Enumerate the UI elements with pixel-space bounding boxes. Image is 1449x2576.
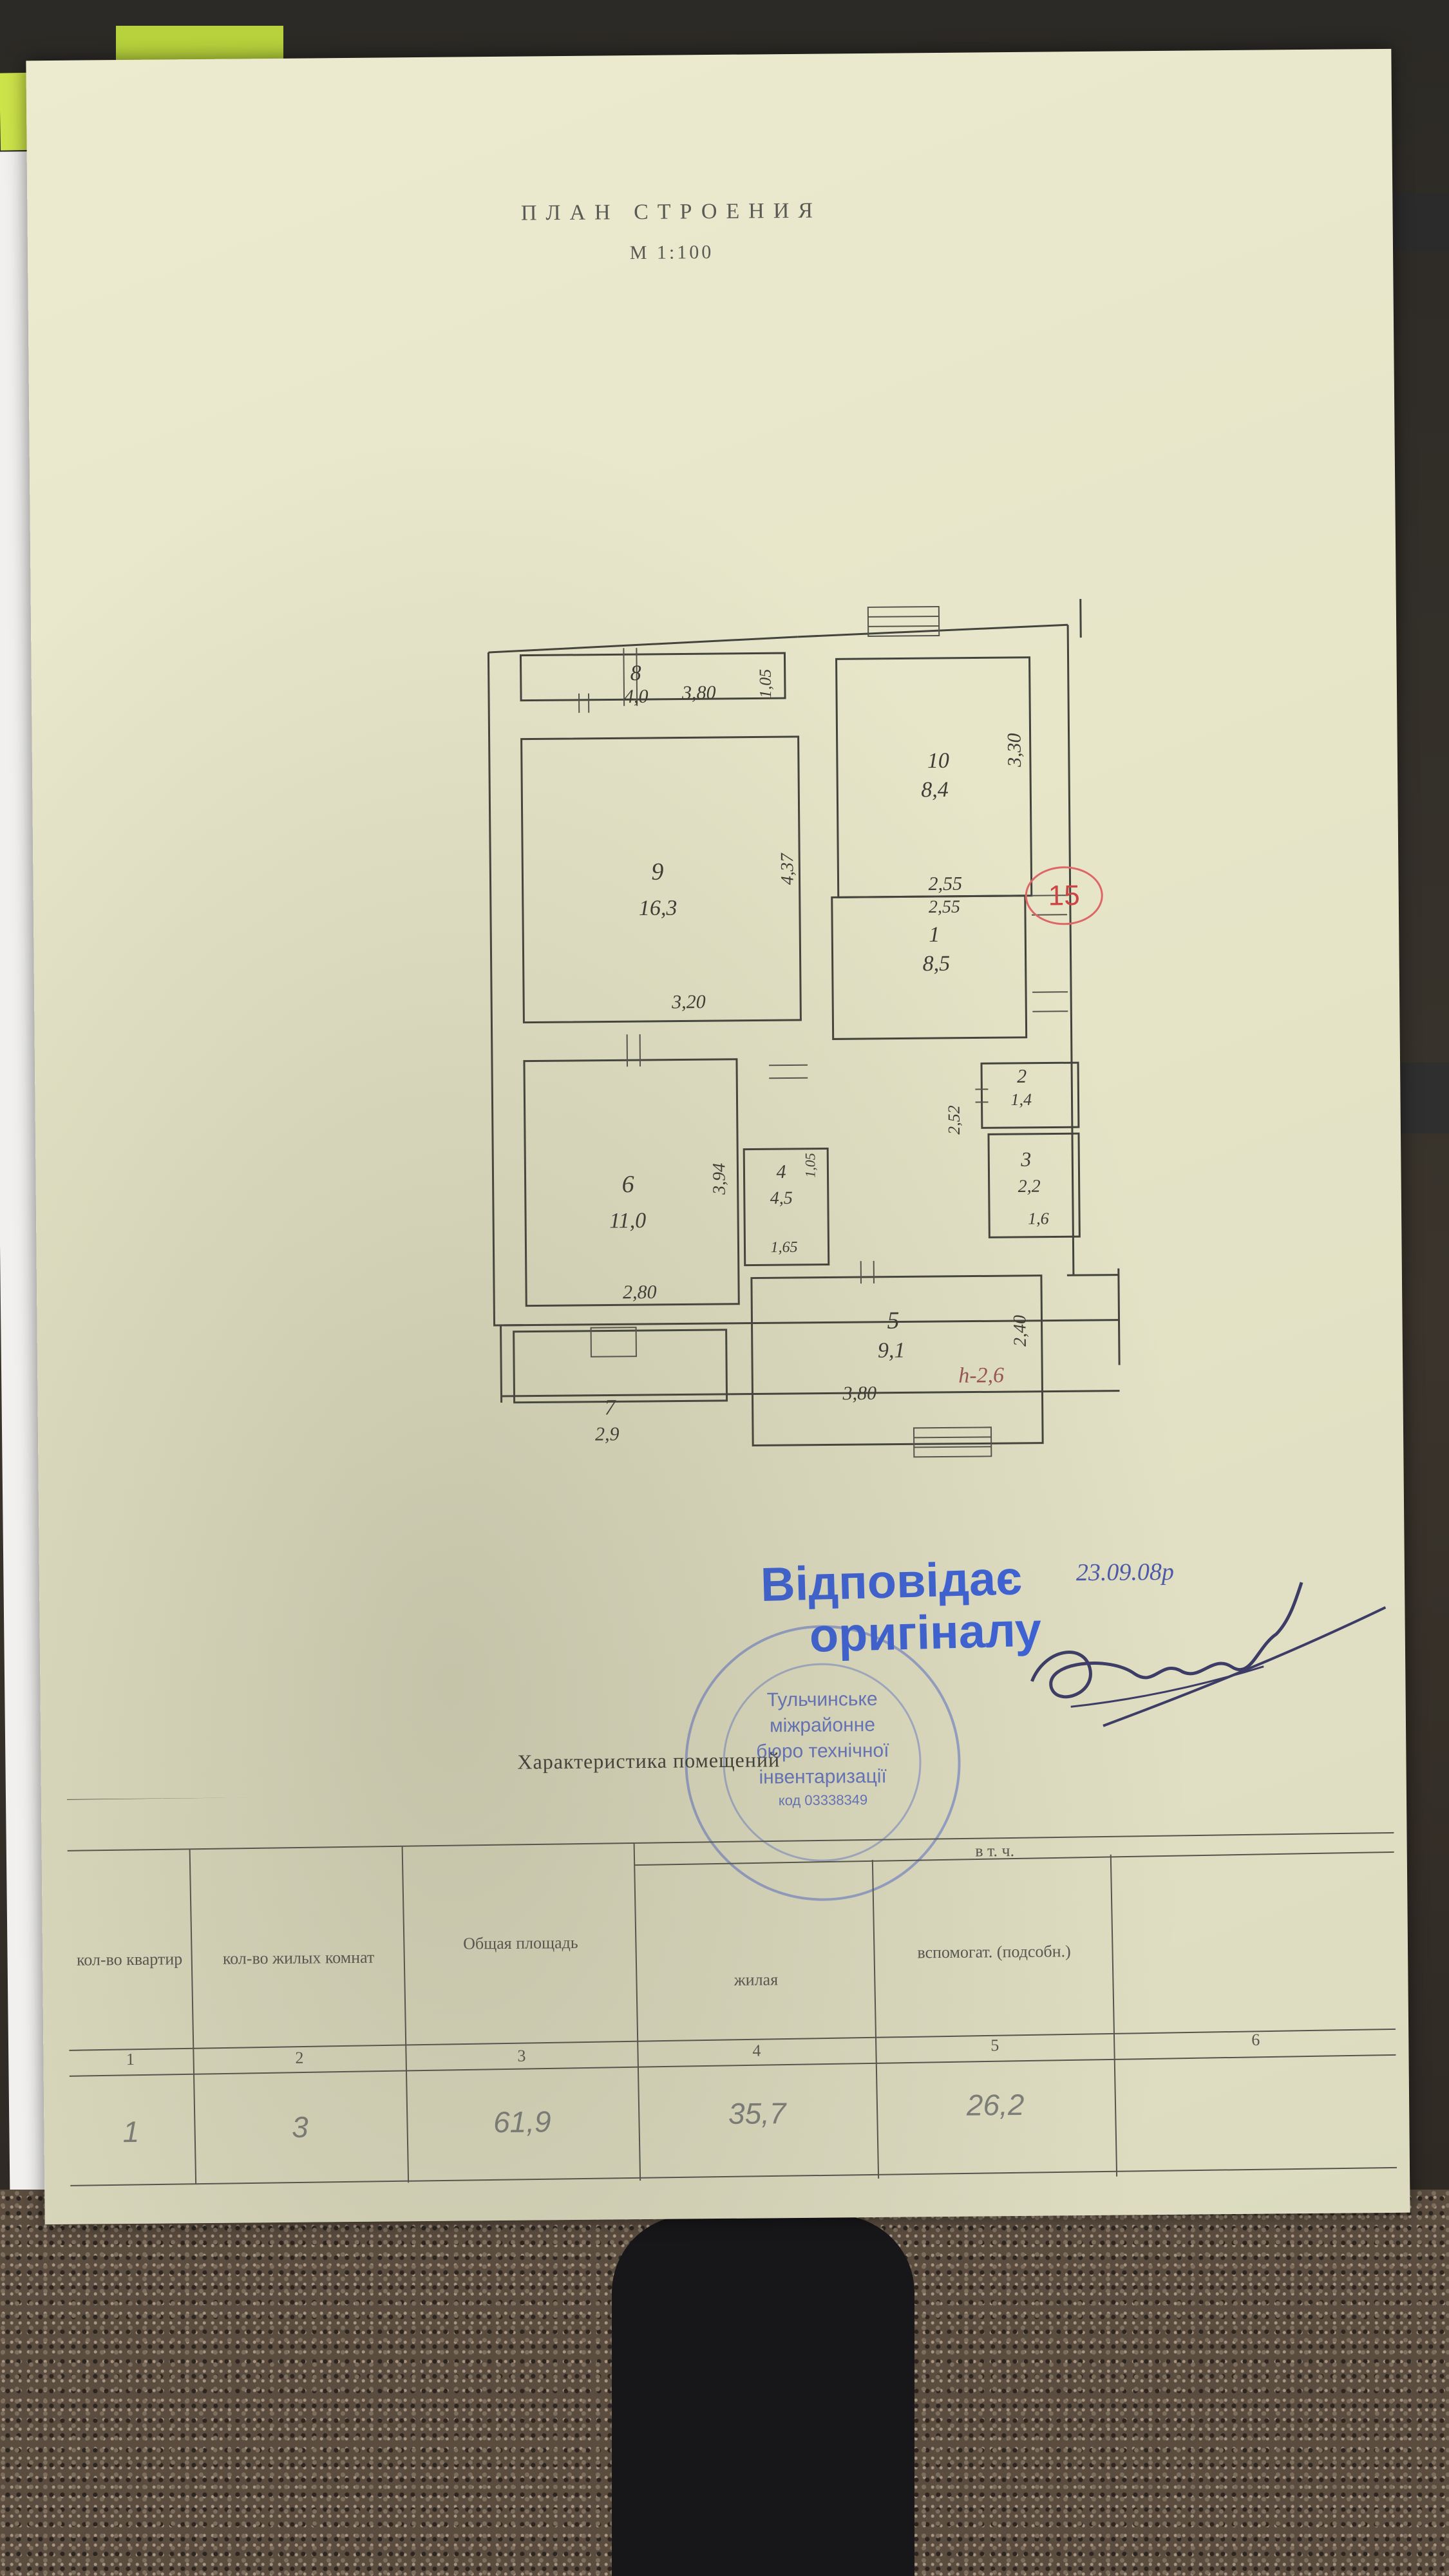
- ceiling-height-note: h-2,6: [958, 1363, 1004, 1388]
- sleeve: [612, 2215, 914, 2576]
- room-4-num: 4: [776, 1161, 786, 1182]
- header-auxiliary: вспомогат. (подсобн.): [917, 1942, 1071, 1962]
- room-2-num: 2: [1017, 1066, 1027, 1087]
- header-living: жилая: [734, 1970, 779, 1989]
- stamp-text-line1: Відповідає: [760, 1551, 1023, 1611]
- room-9-dim-depth: 4,37: [777, 853, 797, 885]
- room-10-dim-width: 2,55: [928, 873, 962, 895]
- value-auxiliary-area: 26,2: [966, 2087, 1025, 2122]
- header-total-area: Общая площадь: [463, 1933, 578, 1953]
- room-5-num: 5: [887, 1307, 899, 1334]
- document-scale: М 1:100: [629, 242, 714, 264]
- colnum-6: 6: [1251, 2030, 1260, 2049]
- room-4-dim-depth: 1,05: [802, 1153, 818, 1178]
- colnum-4: 4: [752, 2041, 761, 2060]
- characteristics-table: в т. ч. кол-во квартир кол-во жилых комн…: [66, 1787, 1397, 2211]
- corridor-dim: 2,52: [945, 1105, 963, 1135]
- room-6-num: 6: [621, 1171, 634, 1198]
- room-2-area: 1,4: [1010, 1090, 1032, 1109]
- header-apartments: кол-во квартир: [76, 1949, 183, 1969]
- room-outlines: [513, 652, 1081, 1447]
- room-7-num: 7: [605, 1396, 617, 1419]
- colnum-1: 1: [126, 2049, 135, 2069]
- value-living-rooms: 3: [291, 2110, 308, 2144]
- room-5-dim-depth: 2,40: [1010, 1315, 1030, 1347]
- header-living-rooms: кол-во жилых комнат: [222, 1947, 375, 1968]
- room-3-area: 2,2: [1018, 1177, 1041, 1197]
- room-8-dim-width: 3,80: [681, 682, 716, 703]
- room-10-area: 8,4: [921, 778, 949, 802]
- room-6-dim-width: 2,80: [623, 1282, 657, 1303]
- colnum-3: 3: [517, 2046, 526, 2065]
- room-8-area: 4,0: [624, 686, 649, 707]
- outer-walls: [487, 599, 1121, 1403]
- room-4-dim-width: 1,65: [770, 1239, 797, 1256]
- room-1-area: 8,5: [923, 952, 951, 976]
- floor-plan: 8 4,0 3,80 1,05 10 8,4 2,55 3,30 9 16,3 …: [417, 553, 1198, 1493]
- room-8-dim-depth: 1,05: [756, 669, 775, 699]
- document-sheet: ПЛАН СТРОЕНИЯ М 1:100: [26, 48, 1410, 2225]
- floor-plan-drawing: 8 4,0 3,80 1,05 10 8,4 2,55 3,30 9 16,3 …: [487, 599, 1121, 1458]
- table-title: Характеристика помещений: [517, 1748, 781, 1774]
- document-title: ПЛАН СТРОЕНИЯ: [520, 198, 822, 225]
- room-9-num: 9: [651, 858, 663, 886]
- room-3-dim: 1,6: [1028, 1209, 1049, 1228]
- room-4-area: 4,5: [770, 1188, 793, 1208]
- room-1-num: 1: [929, 923, 940, 947]
- value-living-area: 35,7: [728, 2096, 786, 2130]
- room-6-area: 11,0: [609, 1209, 646, 1233]
- table-grid: [66, 1787, 1397, 2186]
- room-6-dim-depth: 3,94: [709, 1163, 729, 1195]
- room-5-dim-width: 3,80: [842, 1383, 876, 1404]
- room-9-area: 16,3: [639, 896, 677, 921]
- room-5-area: 9,1: [878, 1338, 905, 1362]
- room-9-dim-width: 3,20: [671, 991, 706, 1012]
- colnum-5: 5: [990, 2036, 999, 2055]
- value-total-area: 61,9: [493, 2105, 551, 2139]
- room-10-num: 10: [927, 749, 949, 773]
- value-apartments: 1: [122, 2114, 140, 2149]
- subheader-in-which: в т. ч.: [975, 1841, 1015, 1861]
- room-7-area: 2,9: [595, 1423, 620, 1444]
- handwritten-signature: [1030, 1582, 1387, 1727]
- door-window-marks: [578, 605, 1068, 1458]
- room-8-num: 8: [630, 661, 641, 685]
- colnum-2: 2: [295, 2048, 304, 2067]
- room-10-dim-depth: 3,30: [1004, 733, 1025, 768]
- room-3-num: 3: [1020, 1148, 1031, 1171]
- room-1-dim: 2,55: [929, 897, 960, 917]
- room-labels: 8 4,0 3,80 1,05 10 8,4 2,55 3,30 9 16,3 …: [595, 661, 1049, 1445]
